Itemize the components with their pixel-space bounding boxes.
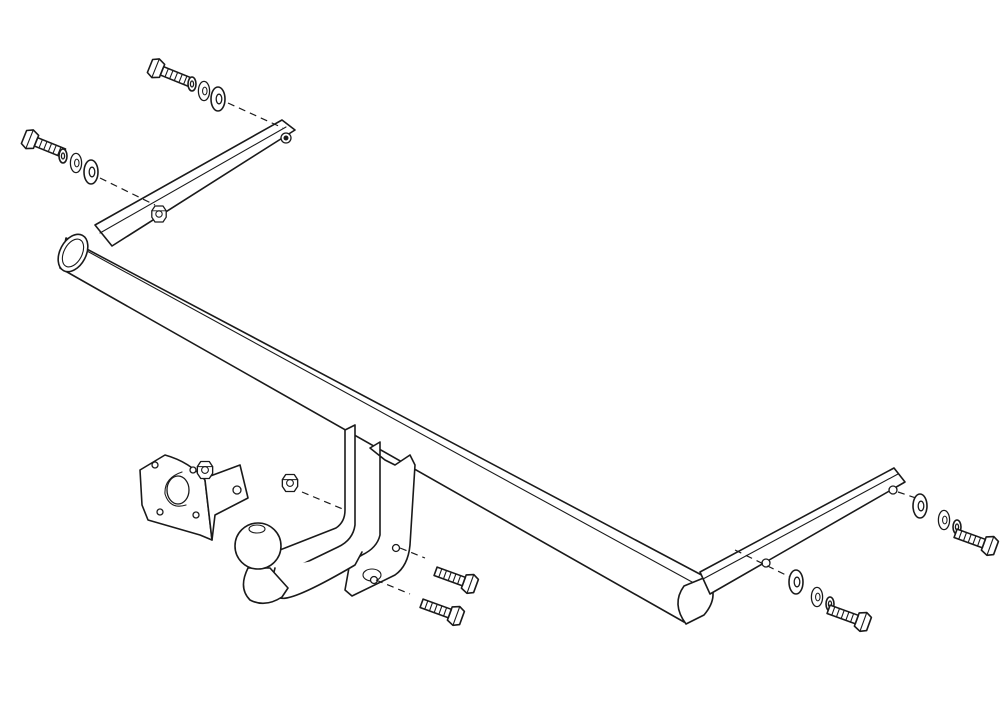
fastener-set-right-top [912, 493, 1000, 559]
neck-bolts [417, 561, 481, 629]
electrical-socket-plate [139, 454, 249, 541]
fastener-set-right-bottom [788, 569, 874, 635]
fastener-set-top-left [145, 55, 226, 112]
bracket-nut [151, 205, 167, 223]
left-mounting-bracket [94, 119, 296, 247]
ball-nut [281, 473, 299, 493]
assembly-guide-lines [99, 102, 923, 595]
tow-ball [234, 522, 289, 605]
socket-nut [196, 460, 214, 480]
main-cross-beam [57, 233, 714, 625]
fastener-set-mid-left [19, 126, 99, 185]
